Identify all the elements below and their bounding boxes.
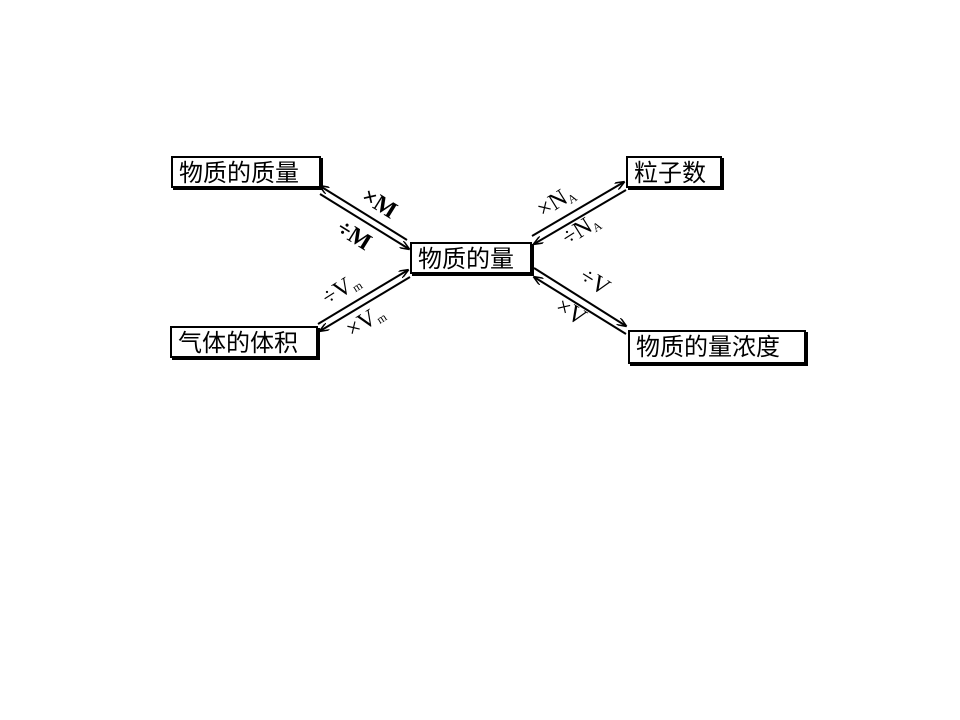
arrow-conc-to-moles (534, 277, 627, 335)
label-divide-M: ÷M (332, 215, 376, 256)
node-moles: 物质的量 (410, 242, 532, 274)
label-times-M: ×M (357, 183, 402, 224)
label-divide-V: ÷V (575, 263, 615, 302)
arrow-moles-to-gas (320, 276, 411, 331)
node-mass: 物质的质量 (171, 156, 321, 188)
arrow-moles-to-particles (531, 182, 624, 237)
label-divide-Vm: ÷Vm (317, 268, 365, 312)
node-gas-volume: 气体的体积 (170, 326, 318, 358)
arrow-moles-to-mass (320, 186, 408, 241)
node-particles: 粒子数 (626, 156, 722, 188)
arrow-particles-to-moles (534, 189, 627, 244)
arrow-gas-to-moles (317, 270, 408, 325)
node-concentration: 物质的量浓度 (628, 330, 806, 364)
label-times-NA: ×NA (532, 180, 580, 223)
arrow-mass-to-moles (319, 193, 409, 249)
label-divide-NA: ÷NA (557, 208, 604, 251)
arrow-moles-to-conc (533, 267, 626, 326)
label-times-V: ×V (551, 293, 592, 332)
